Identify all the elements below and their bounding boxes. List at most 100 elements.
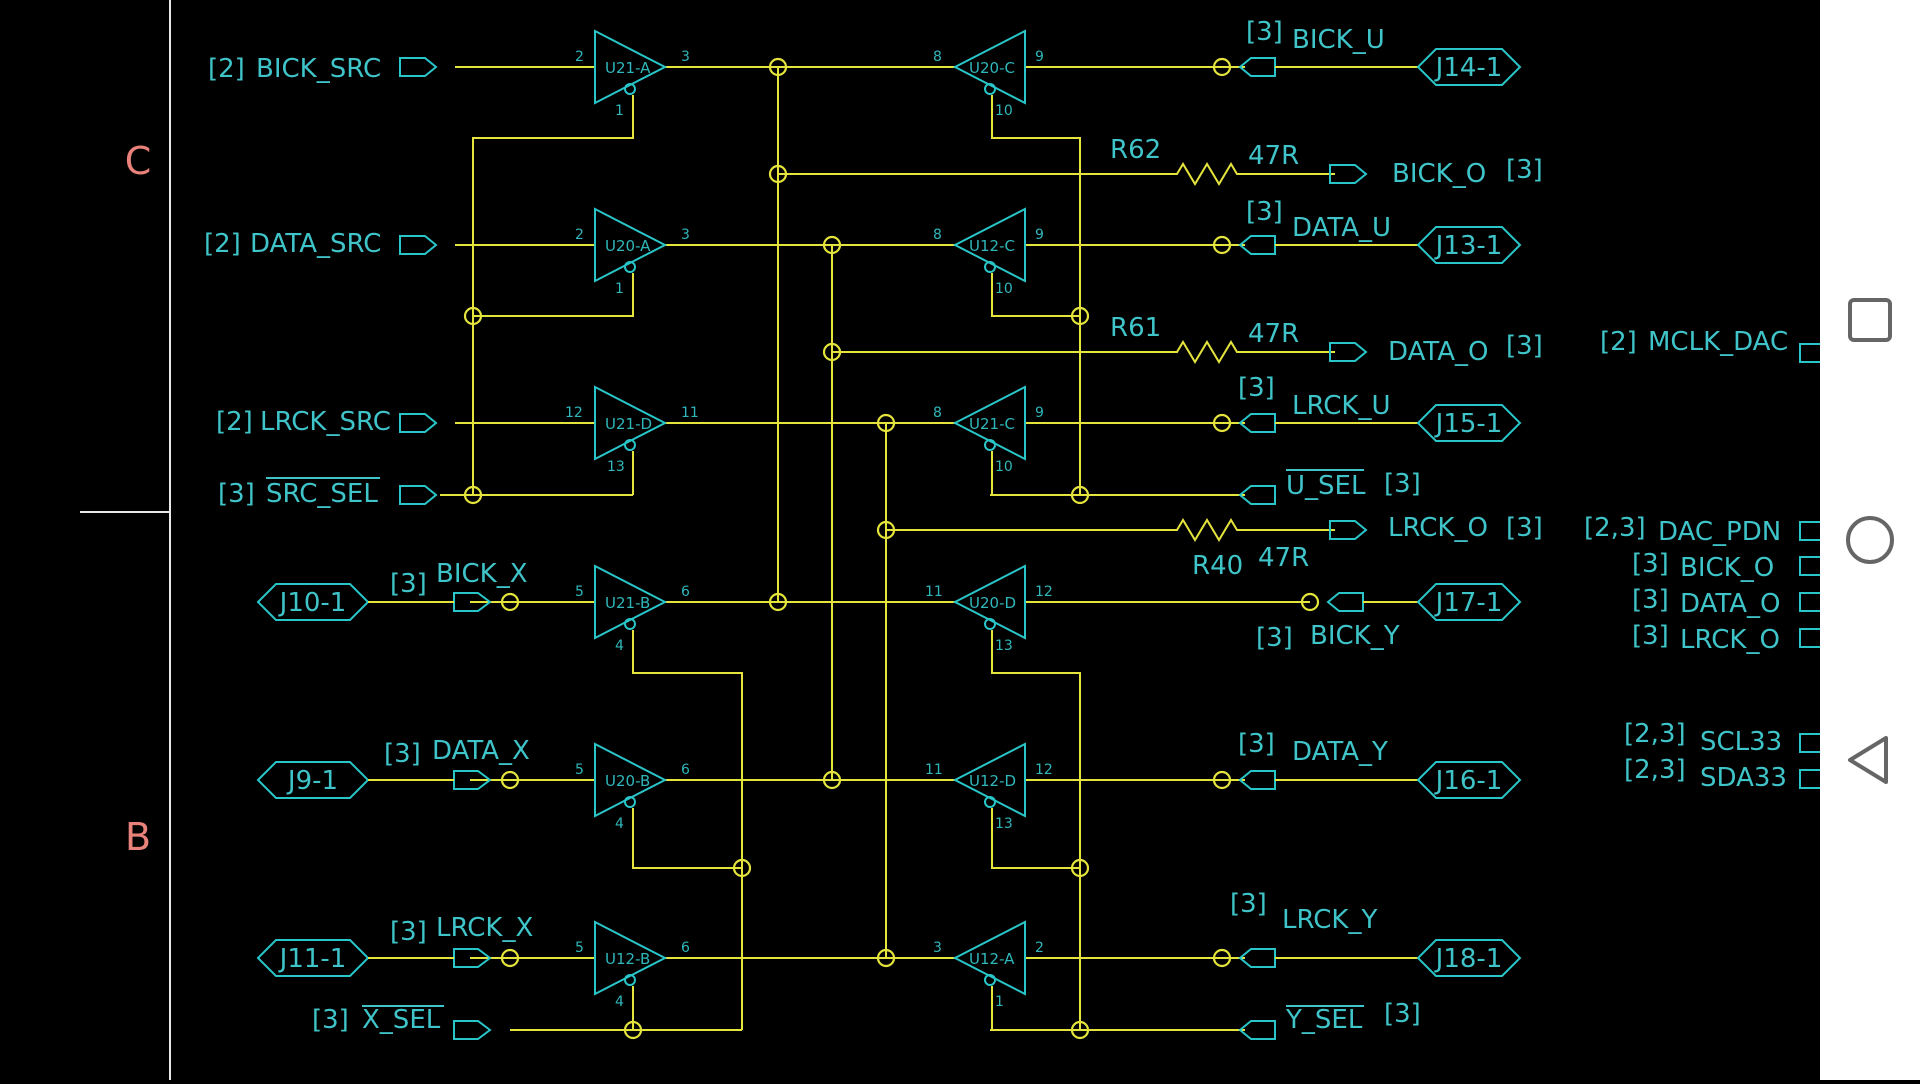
gate-u21-b[interactable]: U21-B 5 6 4	[575, 565, 690, 654]
gate-u12-b[interactable]: U12-B 5 6 4	[575, 921, 690, 1010]
svg-text:8: 8	[933, 405, 942, 421]
svg-text:U21-B: U21-B	[605, 594, 650, 612]
port-lrck-x[interactable]: [3] LRCK_X	[390, 913, 533, 968]
connector-j13-1[interactable]: J13-1	[1275, 226, 1522, 264]
port-data-o-far[interactable]: [3] DATA_O	[1632, 585, 1823, 619]
port-lrck-src[interactable]: [2] LRCK_SRC	[216, 407, 438, 437]
connector-j11-1[interactable]: J11-1	[256, 939, 454, 977]
svg-text:LRCK_O: LRCK_O	[1680, 625, 1780, 655]
svg-text:[3]: [3]	[384, 739, 421, 769]
svg-text:[2,3]: [2,3]	[1624, 755, 1686, 785]
schematic-canvas[interactable]: C B	[0, 0, 1823, 1080]
port-lrck-u[interactable]: [3] LRCK_U	[1238, 373, 1391, 433]
port-data-x[interactable]: [3] DATA_X	[384, 736, 530, 790]
svg-text:J14-1: J14-1	[1434, 53, 1503, 83]
connector-j15-1[interactable]: J15-1	[1275, 404, 1522, 442]
svg-text:[3]: [3]	[312, 1005, 349, 1035]
port-bick-u[interactable]: [3] BICK_U	[1238, 17, 1385, 77]
connector-j14-1[interactable]: J14-1	[1275, 48, 1522, 86]
port-lrck-o[interactable]: LRCK_O [3]	[1329, 513, 1543, 543]
svg-text:U21-D: U21-D	[605, 415, 652, 433]
svg-text:[3]: [3]	[1256, 623, 1293, 653]
svg-text:12: 12	[565, 405, 583, 421]
port-bick-o-far[interactable]: [3] BICK_O	[1632, 549, 1823, 583]
zone-label-c: C	[125, 139, 152, 183]
port-bick-o[interactable]: BICK_O [3]	[1329, 155, 1543, 189]
port-x-sel[interactable]: [3] X_SEL	[312, 1005, 492, 1040]
port-mclk-dac[interactable]: [2] MCLK_DAC	[1600, 327, 1823, 363]
svg-text:[3]: [3]	[1506, 331, 1543, 361]
svg-text:LRCK_U: LRCK_U	[1292, 391, 1391, 421]
gate-u20-d[interactable]: U20-D 11 12 13	[925, 565, 1053, 654]
svg-text:[3]: [3]	[1632, 549, 1669, 579]
svg-text:DATA_Y: DATA_Y	[1292, 737, 1388, 767]
svg-text:[2]: [2]	[216, 407, 253, 437]
gate-u21-c[interactable]: U21-C 8 9 10	[933, 386, 1044, 475]
connector-j17-1[interactable]: J17-1	[1363, 583, 1522, 621]
port-lrck-y[interactable]: [3] LRCK_Y	[1230, 889, 1377, 968]
port-y-sel[interactable]: Y_SEL [3]	[1238, 999, 1421, 1040]
port-data-src[interactable]: [2] DATA_SRC	[204, 229, 438, 259]
svg-text:4: 4	[615, 994, 624, 1010]
svg-text:U21-C: U21-C	[969, 415, 1015, 433]
gate-u20-b[interactable]: U20-B 5 6 4	[575, 743, 690, 832]
port-data-o[interactable]: DATA_O [3]	[1329, 331, 1543, 367]
svg-text:[3]: [3]	[1506, 513, 1543, 543]
svg-text:SDA33: SDA33	[1700, 763, 1787, 793]
port-sda33[interactable]: [2,3] SDA33	[1624, 755, 1823, 793]
triangle-back-icon[interactable]	[1842, 732, 1898, 788]
junctions	[463, 57, 1320, 1040]
circle-icon[interactable]	[1842, 512, 1898, 568]
connector-j16-1[interactable]: J16-1	[1275, 761, 1522, 799]
square-icon[interactable]	[1842, 292, 1898, 348]
resistor-r61[interactable]: R61 47R	[1110, 313, 1299, 363]
port-src-sel[interactable]: [3] SRC_SEL	[218, 477, 438, 509]
svg-text:DATA_SRC: DATA_SRC	[250, 229, 381, 259]
port-dac-pdn[interactable]: [2,3] DAC_PDN	[1584, 513, 1823, 547]
svg-text:4: 4	[615, 638, 624, 654]
svg-text:SCL33: SCL33	[1700, 727, 1782, 757]
svg-text:Y_SEL: Y_SEL	[1285, 1005, 1363, 1035]
svg-text:U20-D: U20-D	[969, 594, 1016, 612]
svg-text:[3]: [3]	[1238, 373, 1275, 403]
connector-j10-1[interactable]: J10-1	[256, 583, 454, 621]
svg-text:3: 3	[933, 940, 942, 956]
svg-text:DATA_O: DATA_O	[1388, 337, 1488, 367]
gate-u12-a[interactable]: U12-A 3 2 1	[933, 921, 1044, 1010]
gate-u12-d[interactable]: U12-D 11 12 13	[925, 743, 1053, 832]
gate-u12-c[interactable]: U12-C 8 9 10	[933, 208, 1044, 297]
port-bick-x[interactable]: [3] BICK_X	[390, 559, 528, 612]
port-u-sel[interactable]: U_SEL [3]	[1238, 469, 1421, 505]
port-bick-src[interactable]: [2] BICK_SRC	[208, 54, 438, 84]
resistor-r62[interactable]: R62 47R	[1110, 135, 1299, 185]
port-scl33[interactable]: [2,3] SCL33	[1624, 719, 1823, 757]
svg-text:J9-1: J9-1	[286, 766, 338, 796]
svg-text:3: 3	[681, 49, 690, 65]
svg-text:13: 13	[995, 638, 1013, 654]
svg-text:LRCK_O: LRCK_O	[1388, 513, 1488, 543]
svg-text:[2]: [2]	[208, 54, 245, 84]
svg-text:[2]: [2]	[204, 229, 241, 259]
svg-text:13: 13	[995, 816, 1013, 832]
svg-text:8: 8	[933, 227, 942, 243]
svg-text:2: 2	[1035, 940, 1044, 956]
svg-text:DATA_X: DATA_X	[432, 736, 530, 766]
gate-u20-c[interactable]: U20-C 8 9 10	[933, 30, 1044, 119]
gate-u21-a[interactable]: U21-A 2 3 1	[575, 30, 690, 119]
svg-text:R40: R40	[1192, 551, 1243, 581]
resistor-r40[interactable]: R40 47R	[1164, 519, 1309, 581]
svg-text:J13-1: J13-1	[1434, 231, 1503, 261]
port-lrck-o-far[interactable]: [3] LRCK_O	[1632, 621, 1823, 655]
svg-text:[2,3]: [2,3]	[1584, 513, 1646, 543]
gate-u20-a[interactable]: U20-A 2 3 1	[575, 208, 690, 297]
connector-j9-1[interactable]: J9-1	[256, 761, 454, 799]
svg-text:[3]: [3]	[1506, 155, 1543, 185]
svg-text:11: 11	[925, 584, 943, 600]
port-data-y[interactable]: [3] DATA_Y	[1238, 729, 1388, 790]
svg-text:U12-A: U12-A	[969, 950, 1015, 968]
svg-text:47R: 47R	[1258, 543, 1309, 573]
connector-j18-1[interactable]: J18-1	[1275, 939, 1522, 977]
svg-text:[3]: [3]	[1246, 197, 1283, 227]
gate-u21-d[interactable]: U21-D 12 11 13	[565, 386, 699, 475]
svg-text:3: 3	[681, 227, 690, 243]
